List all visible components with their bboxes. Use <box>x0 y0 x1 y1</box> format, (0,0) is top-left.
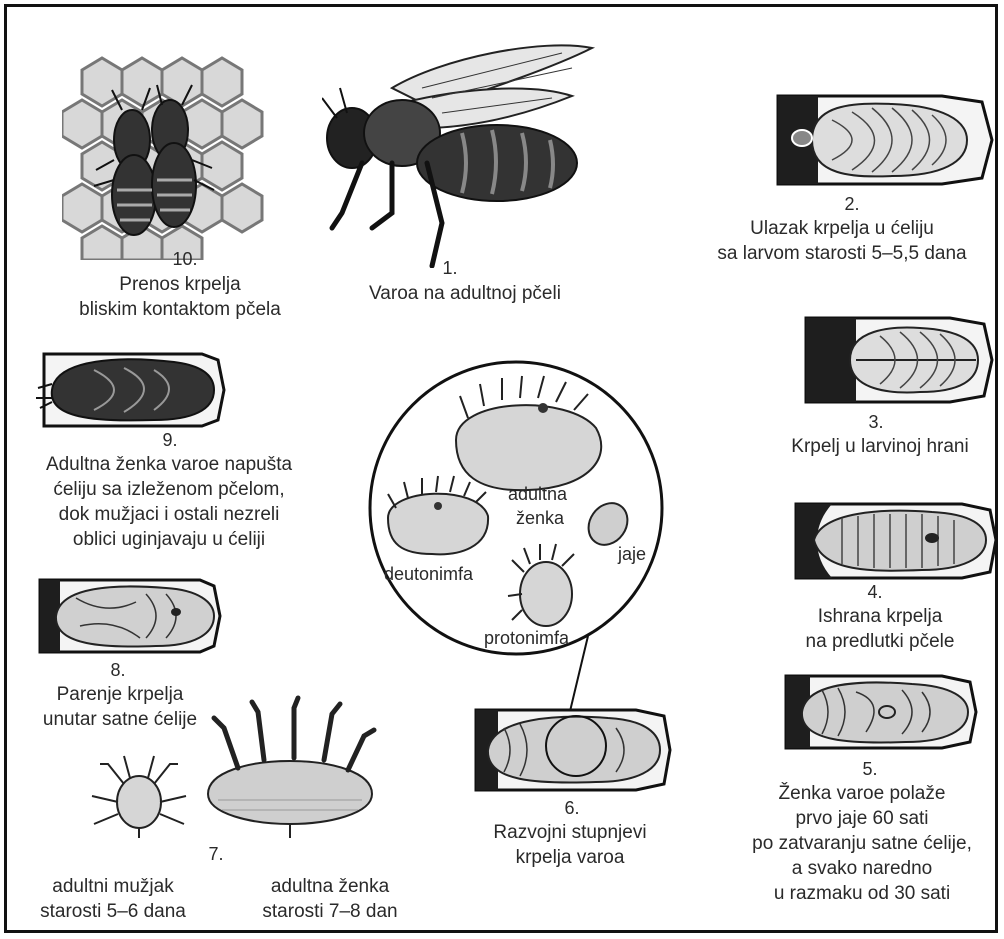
stage-8-caption: Parenje krpelja unutar satne ćelije <box>20 682 220 732</box>
stage-2-caption: Ulazak krpelja u ćeliju sa larvom staros… <box>686 216 998 266</box>
cell-mating-illustration <box>36 574 222 658</box>
development-stages-illustration: adultna ženka jaje deutonimfa protonimfa <box>368 358 688 798</box>
stage-7-male-caption: adultni mužjak starosti 5–6 dana <box>18 874 208 924</box>
stage-5-number: 5. <box>850 757 890 782</box>
stage-9-caption: Adultna ženka varoe napušta ćeliju sa iz… <box>14 452 324 552</box>
stage-5-caption: Ženka varoe polaže prvo jaje 60 sati po … <box>722 781 1002 906</box>
label-adultna: adultna <box>508 484 568 504</box>
cell-prepupa-illustration <box>792 496 998 586</box>
stage-1-caption: Varoa na adultnoj pčeli <box>330 281 600 306</box>
cell-with-larva-illustration <box>772 90 994 190</box>
adult-female-mite-illustration <box>198 690 382 850</box>
stage-10-number: 10. <box>165 247 205 272</box>
honeycomb-bees-illustration <box>62 50 272 260</box>
label-zenka: ženka <box>516 508 565 528</box>
stage-2-number: 2. <box>832 192 872 217</box>
stage-4-number: 4. <box>855 580 895 605</box>
cell-mite-in-food-illustration <box>800 312 994 408</box>
cell-egg-laying-illustration <box>782 670 978 756</box>
stage-9-number: 9. <box>150 428 190 453</box>
adult-male-mite-illustration <box>84 752 194 852</box>
adult-bee-illustration <box>322 38 602 268</box>
stage-7-female-caption: adultna ženka starosti 7–8 dan <box>230 874 430 924</box>
label-protonimfa: protonimfa <box>484 628 570 648</box>
label-jaje: jaje <box>617 544 646 564</box>
stage-3-number: 3. <box>856 410 896 435</box>
label-deutonimfa: deutonimfa <box>384 564 474 584</box>
stage-3-caption: Krpelj u larvinoj hrani <box>770 434 990 459</box>
cell-development-figure <box>476 710 670 790</box>
stage-4-caption: Ishrana krpelja na predlutki pčele <box>770 604 990 654</box>
stage-10-caption: Prenos krpelja bliskim kontaktom pčela <box>30 272 330 322</box>
stage-6-number: 6. <box>552 796 592 821</box>
stage-6-caption: Razvojni stupnjevi krpelja varoa <box>440 820 700 870</box>
stage-7-number: 7. <box>196 842 236 867</box>
stage-8-number: 8. <box>98 658 138 683</box>
stage-1-number: 1. <box>430 256 470 281</box>
cell-emerging-bee-illustration <box>34 348 226 434</box>
